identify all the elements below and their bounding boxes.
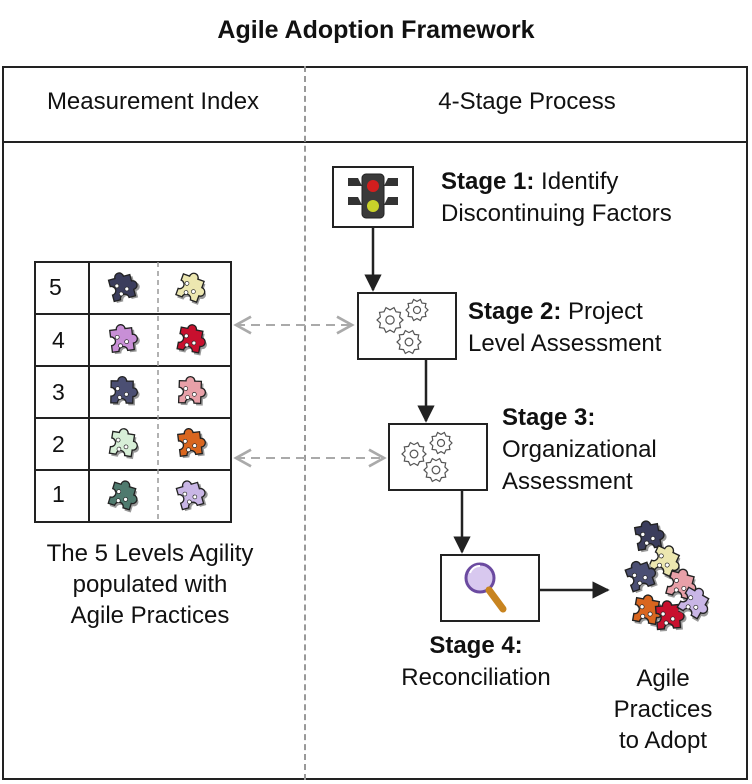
gears-icon-stage-2	[376, 298, 429, 355]
gear-icon	[423, 457, 449, 483]
column-divider	[304, 66, 306, 780]
diagram-title: Agile Adoption Framework	[217, 16, 535, 44]
magnifier-icon	[464, 562, 507, 613]
output-caption-line-2: Practices	[613, 696, 713, 723]
practice-puzzle-piece	[108, 428, 140, 460]
stage-1-line-2: Discontinuing Factors	[441, 200, 672, 227]
stage-4-line-1: Reconciliation	[401, 664, 551, 691]
stage-2-line-1: Project	[568, 298, 643, 325]
stage-3-text: Stage 3: Organizational Assessment	[502, 402, 657, 498]
stage-2-line-2: Level Assessment	[468, 330, 662, 357]
levels-table	[34, 261, 232, 523]
gear-icon	[429, 431, 453, 455]
output-caption-line-1: Agile	[636, 665, 690, 692]
gear-icon	[401, 441, 427, 467]
measurement-index-header: Measurement Index	[46, 88, 260, 115]
stage-1-label: Stage 1:	[441, 168, 535, 195]
practice-puzzle-piece	[107, 272, 140, 304]
levels-caption-line-1: The 5 Levels Agility	[46, 540, 254, 567]
agile-practices-cluster	[624, 520, 710, 632]
level-1-label: 1	[52, 481, 65, 507]
practice-puzzle-piece	[110, 375, 140, 406]
stage-3-line-2: Assessment	[502, 468, 633, 495]
practice-puzzle-piece	[631, 594, 664, 627]
gear-icon	[396, 329, 422, 355]
practice-puzzle-piece	[109, 324, 140, 355]
output-caption: Agile Practices to Adopt	[598, 663, 728, 756]
traffic-light-icon	[348, 173, 398, 219]
practice-puzzle-piece	[624, 560, 659, 594]
practice-puzzle-piece	[176, 324, 207, 356]
practice-puzzle-piece	[177, 428, 208, 459]
header-divider	[2, 141, 748, 143]
stage-1-text: Stage 1: Identify Discontinuing Factors	[441, 166, 672, 230]
practice-puzzle-piece	[177, 375, 208, 406]
level-5-label: 5	[49, 274, 62, 300]
framework-frame	[2, 66, 748, 780]
levels-caption-line-2: populated with	[72, 571, 228, 598]
practice-puzzle-piece	[633, 520, 667, 553]
stage-2-label: Stage 2:	[468, 298, 562, 325]
practice-puzzle-piece	[107, 480, 139, 513]
practice-puzzle-piece	[175, 272, 207, 305]
gear-icon	[376, 306, 404, 334]
level-4-label: 4	[52, 327, 65, 353]
gear-icon	[405, 298, 429, 322]
four-stage-process-header: 4-Stage Process	[438, 88, 616, 115]
stage-2-text: Stage 2: Project Level Assessment	[468, 296, 661, 360]
levels-caption-line-3: Agile Practices	[70, 602, 230, 629]
level-2-label: 2	[52, 431, 65, 457]
stage-3-label: Stage 3:	[502, 404, 596, 431]
level-3-label: 3	[52, 379, 65, 405]
stage-4-text: Stage 4: Reconciliation	[376, 630, 576, 694]
levels-caption: The 5 Levels Agility populated with Agil…	[20, 538, 280, 631]
stage-4-label: Stage 4:	[429, 632, 523, 659]
gears-icon-stage-3	[401, 431, 453, 483]
stage-1-line-1: Identify	[541, 168, 619, 195]
practice-puzzle-piece	[676, 586, 710, 622]
practice-puzzle-piece	[175, 480, 208, 512]
output-caption-line-3: to Adopt	[618, 727, 708, 754]
stage-3-line-1: Organizational	[502, 436, 657, 463]
